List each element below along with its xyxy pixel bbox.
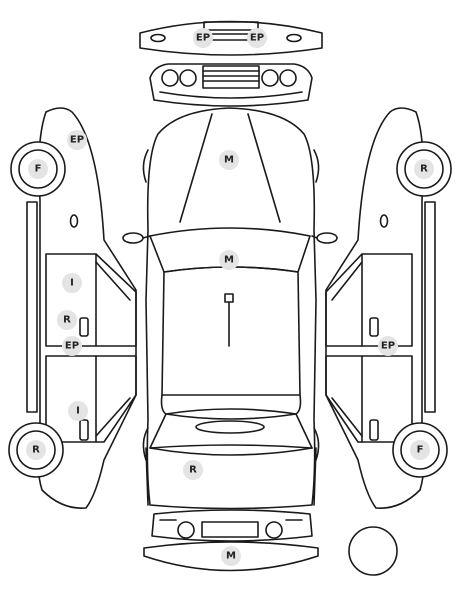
- badge-label: EP: [65, 341, 79, 352]
- badge-label: F: [35, 164, 42, 175]
- damage-badge[interactable]: I: [68, 401, 88, 421]
- badge-label: M: [226, 551, 236, 562]
- spare-wheel[interactable]: [348, 526, 398, 576]
- badge-label: M: [224, 255, 234, 266]
- damage-badge[interactable]: EP: [247, 28, 267, 48]
- damage-badge[interactable]: F: [28, 159, 48, 179]
- damage-badge[interactable]: M: [219, 250, 239, 270]
- badge-label: EP: [70, 135, 84, 146]
- damage-badge[interactable]: R: [414, 159, 434, 179]
- front-bumper-view[interactable]: [139, 20, 323, 56]
- badge-label: EP: [196, 33, 210, 44]
- damage-badge[interactable]: EP: [193, 28, 213, 48]
- badge-label: EP: [381, 341, 395, 352]
- car-top-body[interactable]: [122, 107, 338, 510]
- badge-label: R: [63, 315, 71, 326]
- badge-label: I: [70, 278, 74, 289]
- damage-badge[interactable]: I: [62, 273, 82, 293]
- badge-label: F: [417, 445, 424, 456]
- damage-badge[interactable]: F: [410, 440, 430, 460]
- badge-label: EP: [250, 33, 264, 44]
- badge-label: R: [420, 164, 428, 175]
- front-grille-view[interactable]: [149, 63, 313, 107]
- damage-badge[interactable]: R: [26, 440, 46, 460]
- damage-badge[interactable]: EP: [62, 336, 82, 356]
- rear-bumper-view[interactable]: [143, 509, 319, 572]
- badge-label: M: [224, 155, 234, 166]
- damage-badge[interactable]: EP: [67, 130, 87, 150]
- damage-badge[interactable]: R: [57, 310, 77, 330]
- damage-badge[interactable]: EP: [378, 336, 398, 356]
- badge-label: R: [189, 465, 197, 476]
- damage-badge[interactable]: R: [183, 460, 203, 480]
- badge-label: I: [76, 406, 80, 417]
- damage-badge[interactable]: M: [221, 546, 241, 566]
- badge-label: R: [32, 445, 40, 456]
- damage-badge[interactable]: M: [219, 150, 239, 170]
